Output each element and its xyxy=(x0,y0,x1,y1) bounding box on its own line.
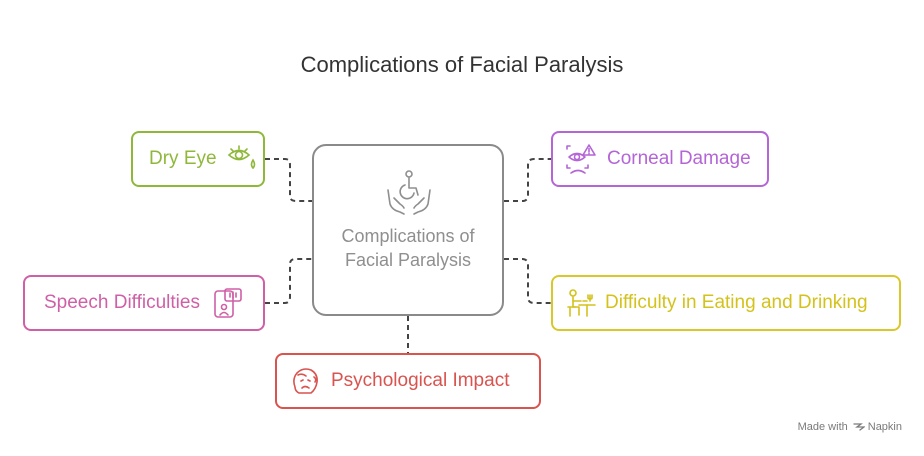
connector-dry-eye xyxy=(265,158,312,202)
node-speech-difficulties: Speech Difficulties xyxy=(23,275,265,331)
node-difficulty-eating: Difficulty in Eating and Drinking xyxy=(551,275,901,331)
eye-warning-icon xyxy=(565,143,597,175)
made-with-text: Made with xyxy=(797,421,848,433)
node-psychological-impact: Psychological Impact xyxy=(275,353,541,409)
watermark: Made with Napkin xyxy=(798,421,902,433)
node-dry-eye: Dry Eye xyxy=(131,131,265,187)
difficulty-eating-label: Difficulty in Eating and Drinking xyxy=(605,292,868,313)
psychological-impact-label: Psychological Impact xyxy=(331,370,510,391)
person-eating-icon xyxy=(565,287,597,319)
center-label: Complications of Facial Paralysis xyxy=(341,226,475,270)
sad-head-icon xyxy=(289,365,321,397)
connector-eating xyxy=(504,258,551,304)
speech-phone-icon xyxy=(212,287,244,319)
center-node: Complications of Facial Paralysis xyxy=(312,144,504,316)
corneal-damage-label: Corneal Damage xyxy=(607,148,751,169)
eye-tear-icon xyxy=(227,143,259,175)
napkin-brand: Napkin xyxy=(867,421,902,433)
connector-speech xyxy=(265,258,312,304)
node-corneal-damage: Corneal Damage xyxy=(551,131,769,187)
napkin-logo-icon xyxy=(853,421,866,433)
dry-eye-label: Dry Eye xyxy=(149,148,217,169)
diagram-title: Complications of Facial Paralysis xyxy=(300,52,624,77)
accessibility-hands-icon xyxy=(384,168,434,221)
speech-difficulties-label: Speech Difficulties xyxy=(44,292,200,313)
connector-corneal-damage xyxy=(504,158,551,202)
